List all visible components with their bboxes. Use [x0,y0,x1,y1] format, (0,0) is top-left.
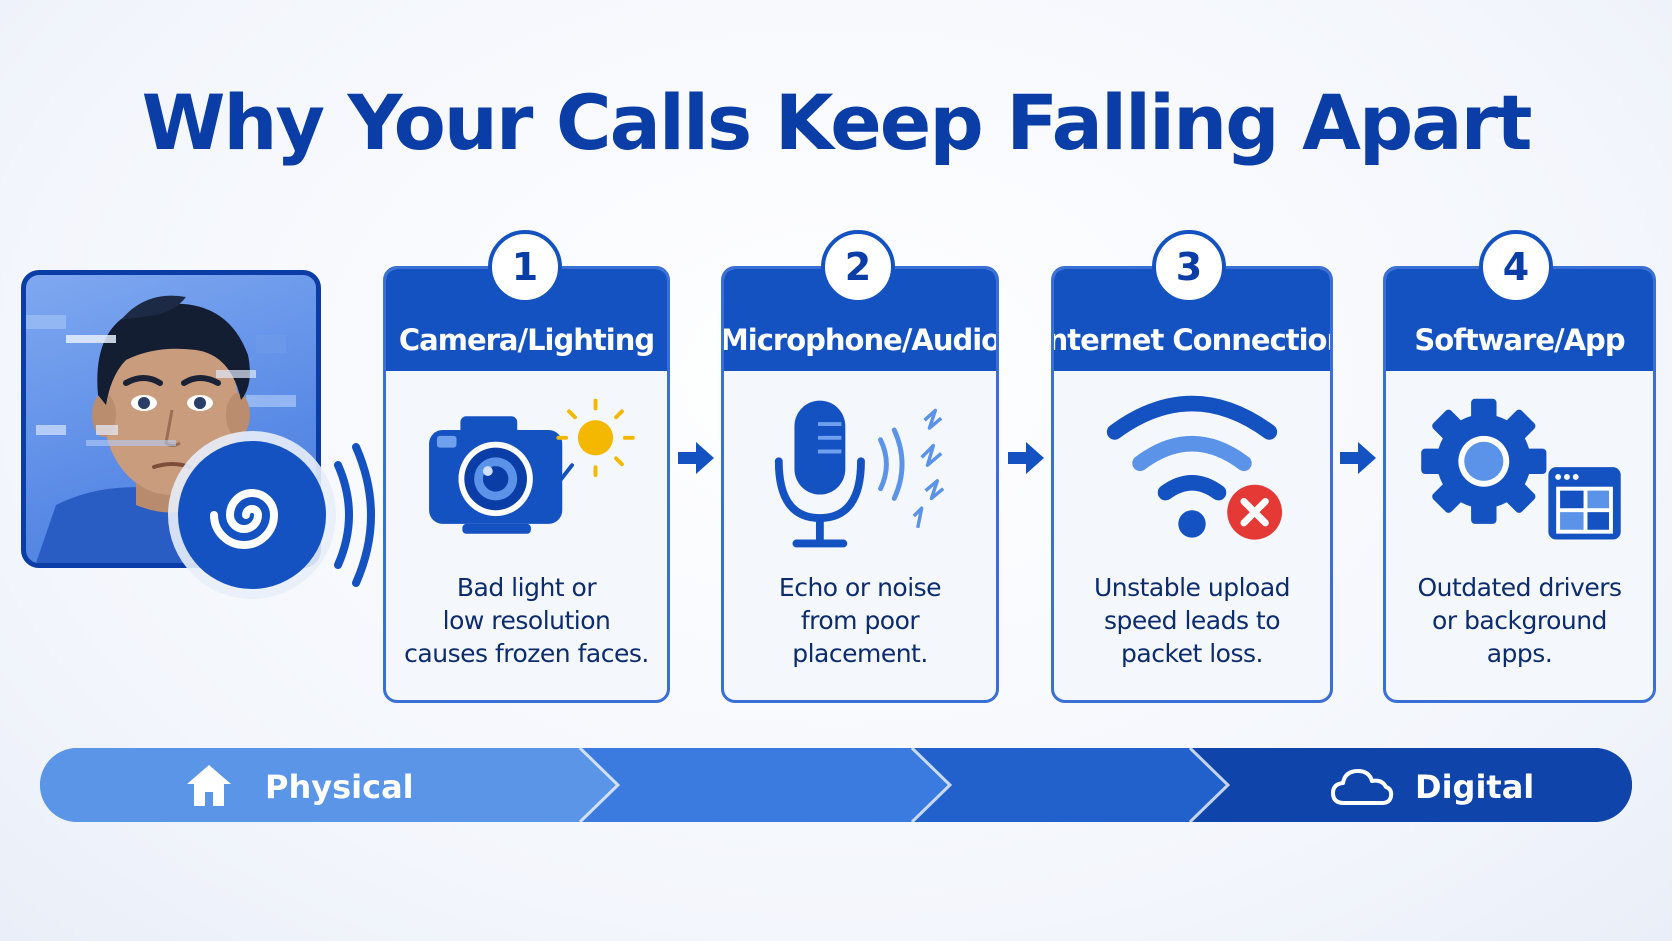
step-description: Bad light or low resolution causes froze… [404,573,649,668]
step-description: Unstable upload speed leads to packet lo… [1093,573,1291,668]
step-card-camera: Camera/Lighting Bad light or low resolut… [383,266,670,703]
page-title: Why Your Calls Keep Falling Apart [141,78,1533,167]
wifi-error-icon [1106,395,1283,540]
step-title: Software/App [1414,323,1625,357]
step-number-badge: 1 [488,230,562,304]
physical-label: Physical [265,768,414,806]
arrow-right-icon [1340,442,1376,474]
step-title: Internet Connection [1051,323,1333,357]
step-number-badge: 3 [1152,230,1226,304]
step-title: Microphone/Audio [721,323,999,357]
step-card-microphone: Microphone/Audio Echo or noise from poor… [721,266,999,703]
step-number-badge: 2 [821,230,895,304]
arrow-right-icon [678,442,714,474]
connection-spiral-icon [168,431,375,599]
home-icon [187,765,231,806]
gear-app-icon [1421,398,1621,540]
step-description: Echo or noise from poor placement. [778,573,942,668]
microphone-icon [774,400,945,548]
physical-digital-spectrum-bar [40,748,1632,822]
arrow-right-icon [1008,442,1044,474]
step-number-badge: 4 [1479,230,1553,304]
step-title: Camera/Lighting [398,323,655,357]
step-description: Outdated drivers or background apps. [1417,573,1622,668]
digital-label: Digital [1415,768,1535,806]
step-card-internet: Internet Connection Unstable upload spee… [1051,266,1333,703]
camera-icon [429,398,635,534]
cloud-icon [1331,769,1394,805]
step-card-software: Software/App Outdated drivers [1383,266,1656,703]
